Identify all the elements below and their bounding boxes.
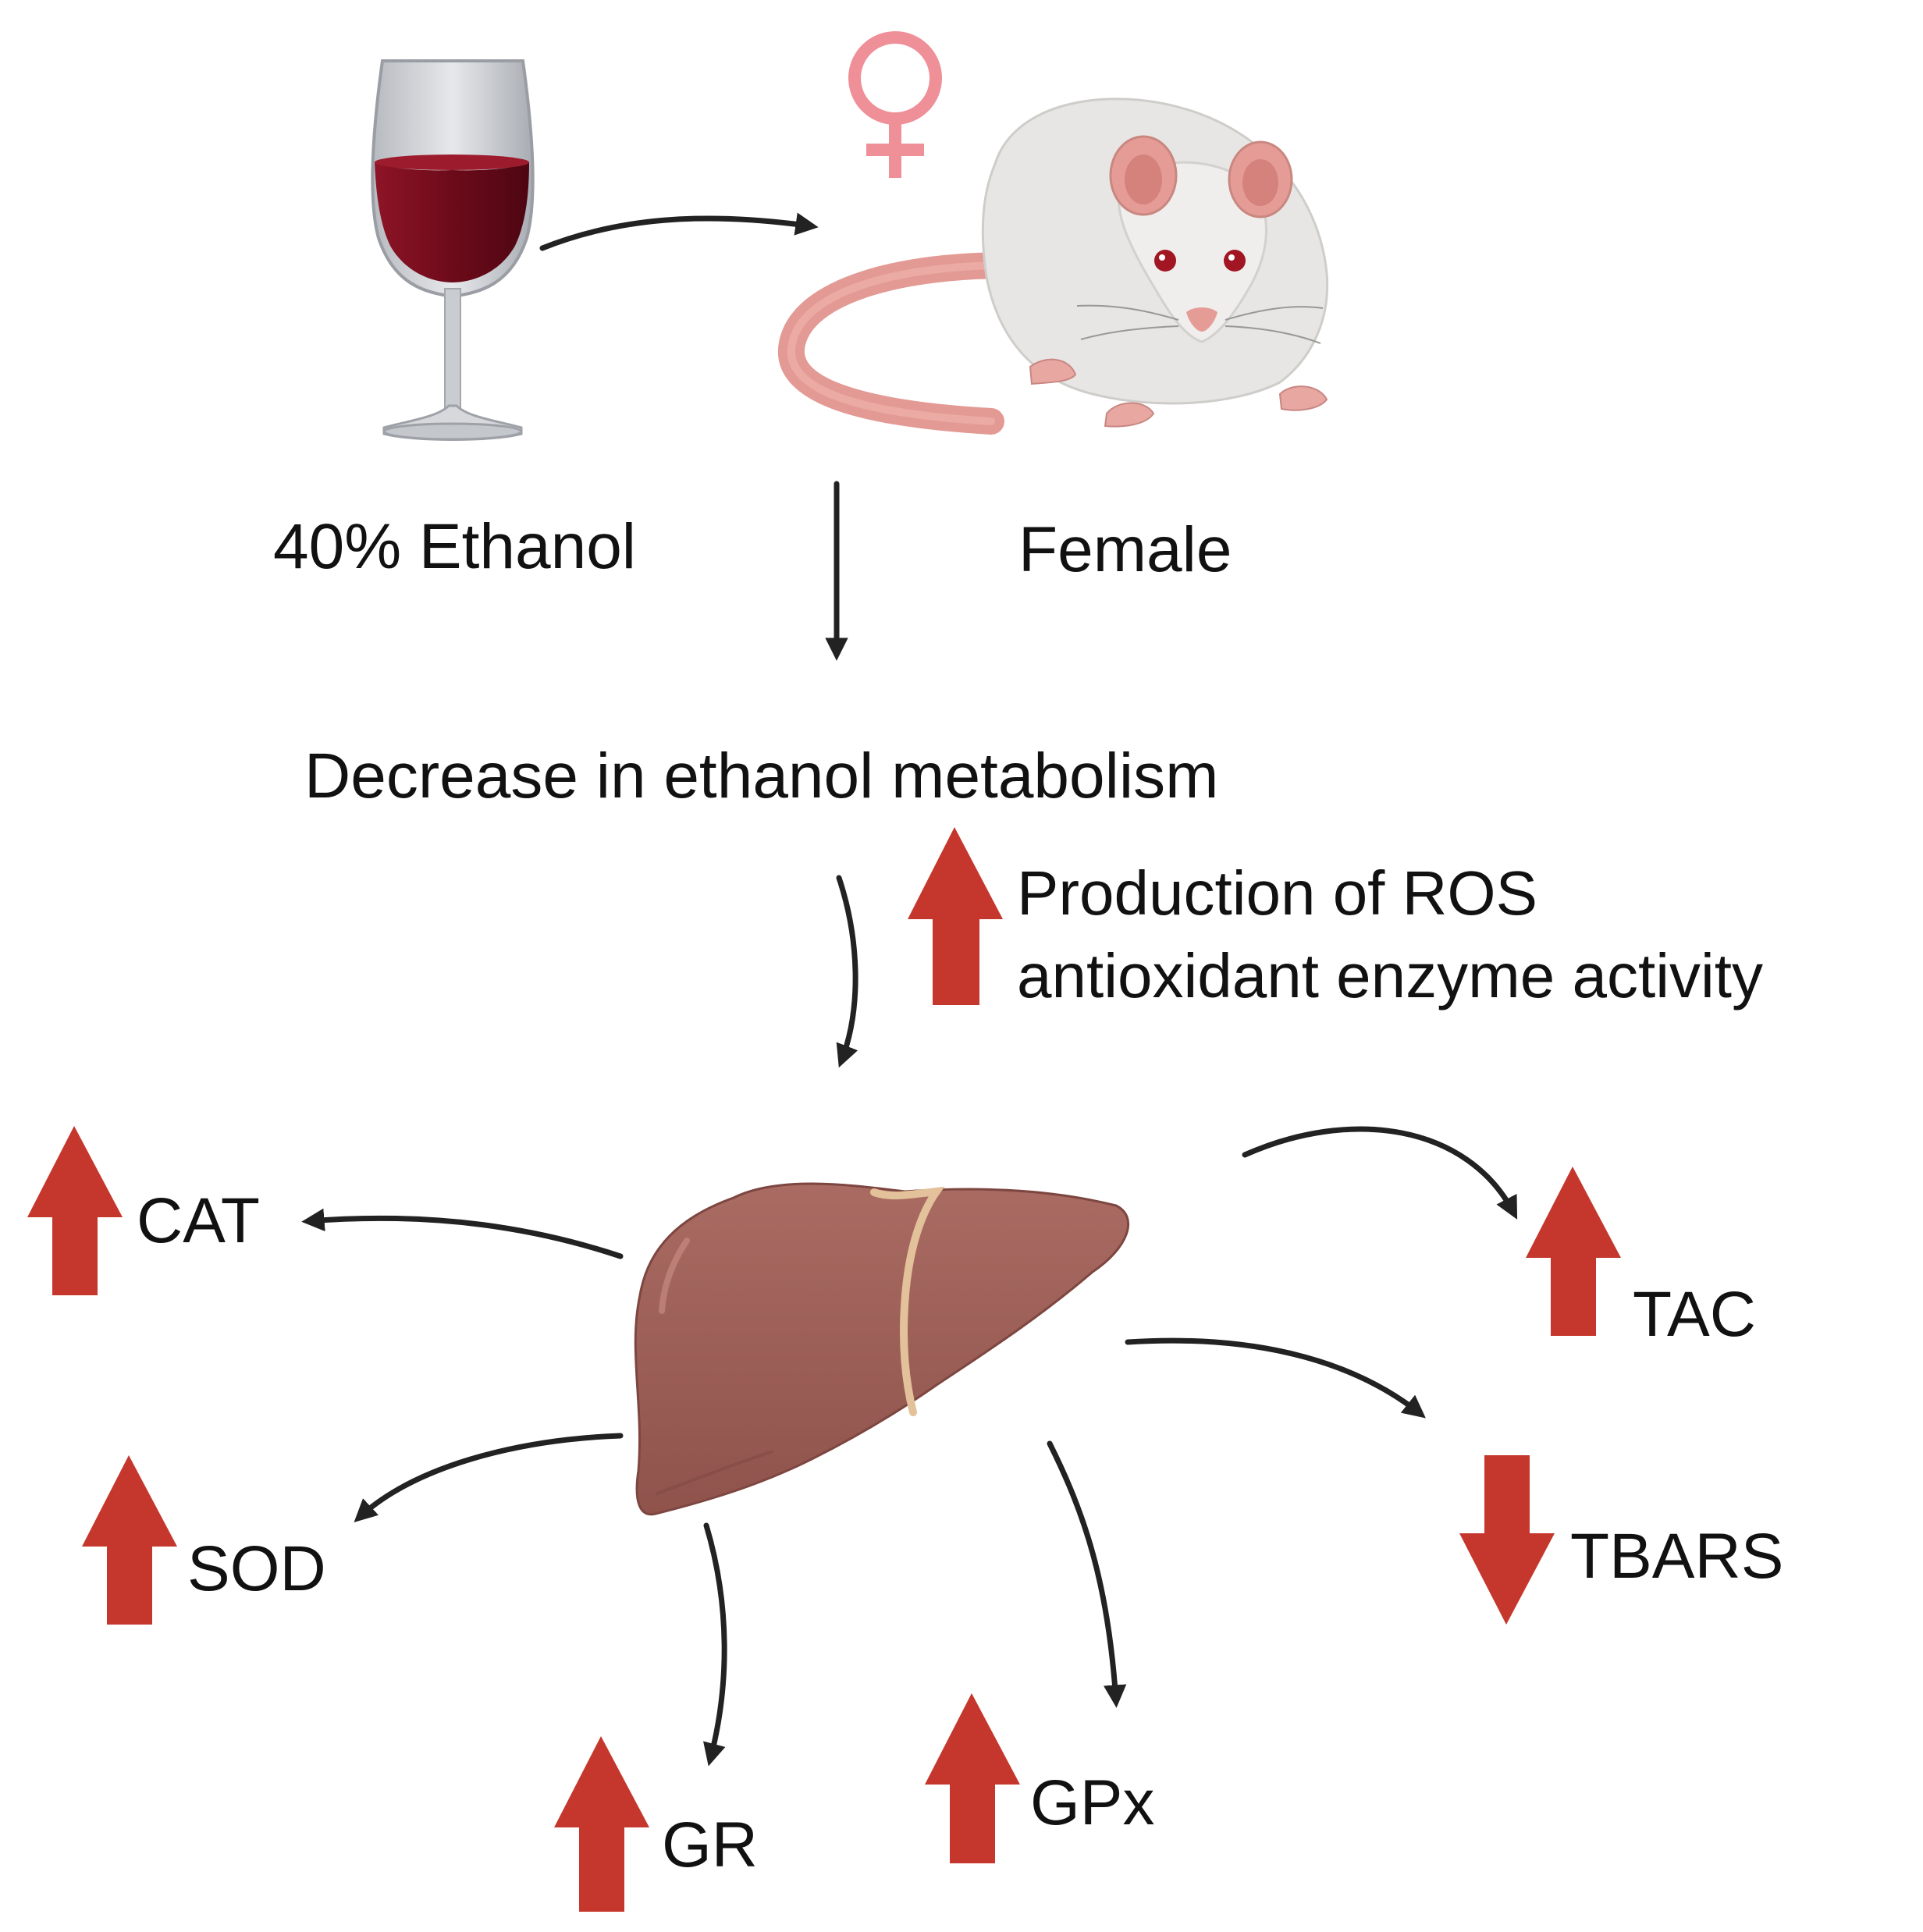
wine-liquid [375, 162, 529, 282]
arrow-liver-to-tbars [1125, 1337, 1426, 1419]
cat-increase-arrow-icon [27, 1126, 123, 1295]
gpx-label: GPx [1030, 1767, 1154, 1838]
arrow-metabolism-to-liver [836, 875, 858, 1068]
tbars-label: TBARS [1570, 1521, 1783, 1592]
rat-eye-right [1224, 250, 1246, 272]
liver-illustration [634, 1182, 1130, 1516]
arrow-liver-to-cat [301, 1208, 624, 1259]
ethanol-label: 40% Ethanol [273, 511, 636, 582]
cat-label: CAT [137, 1185, 260, 1256]
tac-label: TAC [1633, 1279, 1756, 1350]
gpx-increase-arrow-icon [925, 1693, 1020, 1863]
arrow-liver-to-sod [354, 1433, 624, 1522]
gr-label: GR [662, 1809, 758, 1881]
rat-eye-left [1154, 250, 1176, 272]
sod-increase-arrow-icon [82, 1455, 177, 1625]
arrow-liver-to-tac [1242, 1126, 1518, 1220]
metabolism-label: Decrease in ethanol metabolism [304, 740, 1218, 812]
tbars-decrease-arrow-icon [1459, 1455, 1555, 1625]
antioxidant-activity-label: antioxidant enzyme activity [1017, 941, 1763, 1010]
arrow-glass-to-rat [539, 212, 819, 251]
sod-label: SOD [187, 1533, 326, 1604]
ros-increase-arrow-icon [908, 827, 1003, 1005]
liver-ligament [870, 1186, 945, 1416]
rat-paw-front-left [1029, 358, 1077, 385]
rat-illustration [777, 98, 1329, 435]
female-symbol-icon [848, 31, 942, 178]
rat-tail [777, 252, 1020, 435]
rat-paw-back-right [1278, 385, 1328, 411]
tac-increase-arrow-icon [1526, 1167, 1621, 1336]
rat-nose [1186, 307, 1217, 332]
arrow-liver-to-gr [703, 1522, 727, 1767]
female-label: Female [1018, 514, 1232, 585]
ros-production-label: Production of ROS [1017, 858, 1537, 928]
arrow-liver-to-gpx [1047, 1440, 1127, 1708]
gr-increase-arrow-icon [554, 1736, 649, 1912]
rat-paw-front-right [1104, 402, 1155, 428]
wine-glass-icon [371, 59, 535, 441]
